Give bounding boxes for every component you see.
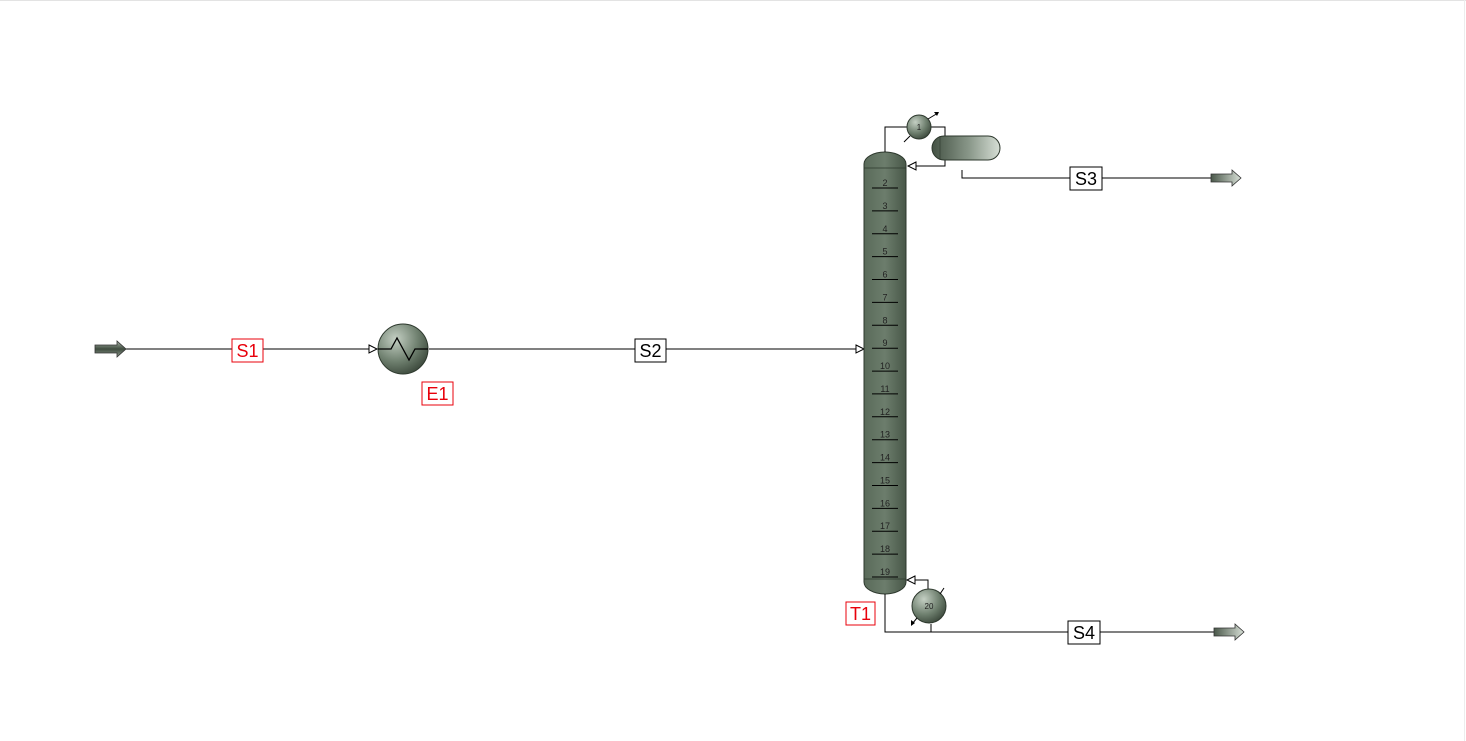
- canvas-top-border: [0, 0, 1466, 1]
- block-label-t1[interactable]: T1: [845, 601, 876, 626]
- column-tray-label: 8: [882, 315, 887, 325]
- column-tray-label: 13: [880, 430, 890, 440]
- distillate-product-arrow-icon[interactable]: [1210, 169, 1242, 187]
- stream-s2-arrowhead: [855, 344, 866, 354]
- reflux-line: [915, 160, 946, 167]
- column-trays: 2 3 4 5 6 7 8 9 10 11 12 13 14 15 16 17 18 19: [872, 178, 898, 578]
- svg-text:S3: S3: [1075, 169, 1097, 189]
- stream-label-s2[interactable]: S2: [634, 338, 667, 363]
- canvas-right-border: [1464, 0, 1465, 741]
- overhead-vapor-line: [884, 126, 907, 152]
- condenser-stage-label: 1: [917, 123, 922, 132]
- column-tray-label: 10: [880, 361, 890, 371]
- column-tray-label: 18: [880, 544, 890, 554]
- stream-s3-line[interactable]: [961, 170, 1211, 179]
- svg-text:S2: S2: [639, 341, 661, 361]
- column-tray-label: 12: [880, 407, 890, 417]
- column-tray-label: 2: [882, 178, 887, 188]
- svg-text:S1: S1: [236, 341, 258, 361]
- column-tray-label: 11: [880, 384, 889, 394]
- column-tray-label: 15: [880, 476, 890, 486]
- column-tray-label: 5: [882, 247, 887, 257]
- reflux-drum-icon[interactable]: [931, 135, 1001, 161]
- svg-text:E1: E1: [426, 384, 448, 404]
- column-tray-label: 7: [882, 292, 887, 302]
- column-tray-label: 4: [882, 224, 887, 234]
- stream-label-s4[interactable]: S4: [1067, 620, 1101, 645]
- column-bottoms-line: [884, 594, 931, 633]
- column-tray-label: 19: [880, 567, 890, 577]
- svg-text:S4: S4: [1073, 623, 1095, 643]
- svg-text:T1: T1: [850, 604, 871, 624]
- column-tray-label: 3: [882, 201, 887, 211]
- reboiler-stage-label: 20: [925, 602, 934, 611]
- reflux-arrowhead: [906, 161, 917, 171]
- column-tray-label: 14: [880, 453, 890, 463]
- condenser-icon[interactable]: 1: [903, 112, 939, 143]
- column-tray-label: 6: [882, 270, 887, 280]
- boilup-arrowhead: [905, 575, 916, 585]
- heater-e1-icon[interactable]: [377, 323, 429, 375]
- feed-arrow-icon[interactable]: [94, 340, 127, 358]
- column-tray-label: 16: [880, 498, 890, 508]
- stream-label-s3[interactable]: S3: [1069, 166, 1103, 191]
- reboiler-icon[interactable]: 20: [911, 587, 947, 626]
- condenser-to-drum-line: [931, 126, 946, 137]
- column-tray-label: 9: [882, 338, 887, 348]
- bottoms-product-arrow-icon[interactable]: [1213, 623, 1245, 641]
- block-label-e1[interactable]: E1: [421, 381, 454, 406]
- stream-label-s1[interactable]: S1: [231, 338, 264, 363]
- stream-s1-arrowhead: [368, 344, 379, 354]
- column-tray-label: 17: [880, 521, 890, 531]
